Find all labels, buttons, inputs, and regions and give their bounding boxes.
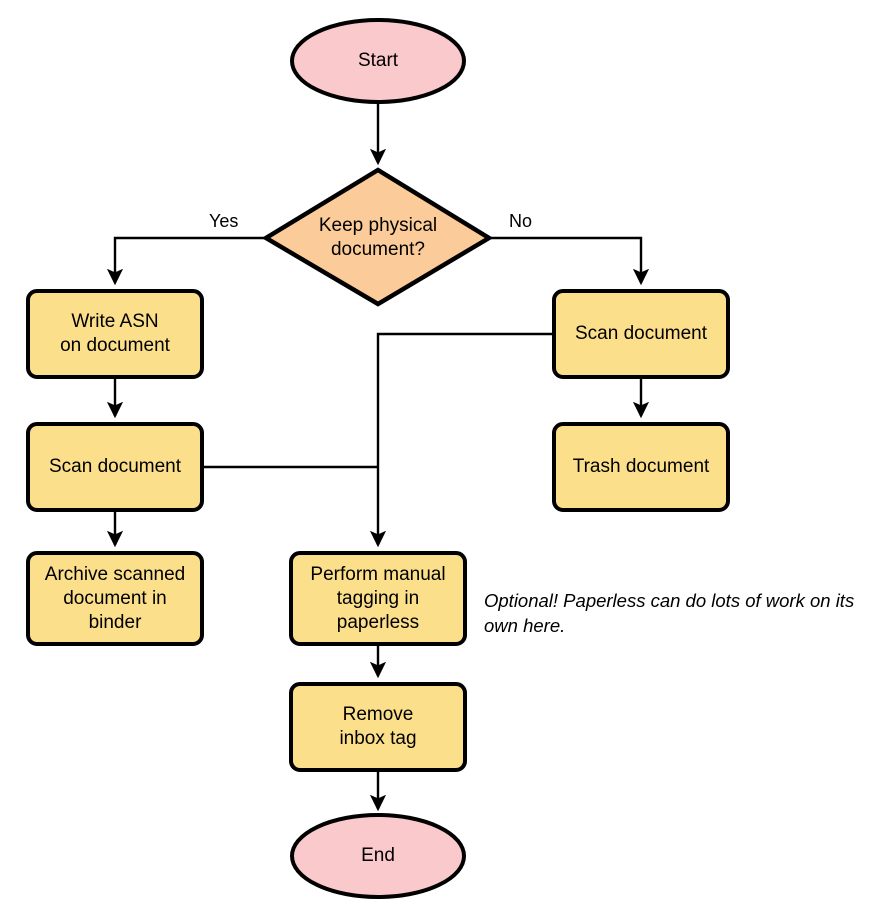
node-decision-shape — [261, 167, 494, 307]
edge-label-yes: Yes — [209, 211, 239, 231]
node-end-shape — [290, 813, 466, 899]
node-scan-right-shape — [552, 289, 730, 379]
node-manual-tagging-shape — [289, 551, 467, 646]
node-remove-inbox-shape — [289, 682, 467, 772]
node-start-shape — [290, 18, 466, 104]
node-trash-shape — [552, 422, 730, 512]
edge-decision-yes-to-write-asn — [106, 236, 265, 286]
edge-decision-no-to-scan-right — [490, 236, 650, 286]
edge-label-no: No — [509, 211, 533, 231]
node-archive-shape — [26, 551, 204, 646]
edge-scan-right-to-manual-tagging — [369, 332, 553, 548]
annotation-optional-note: Optional! Paperless can do lots of work … — [484, 590, 855, 636]
node-scan-left-shape — [26, 422, 204, 512]
node-write-asn-shape — [26, 289, 204, 379]
